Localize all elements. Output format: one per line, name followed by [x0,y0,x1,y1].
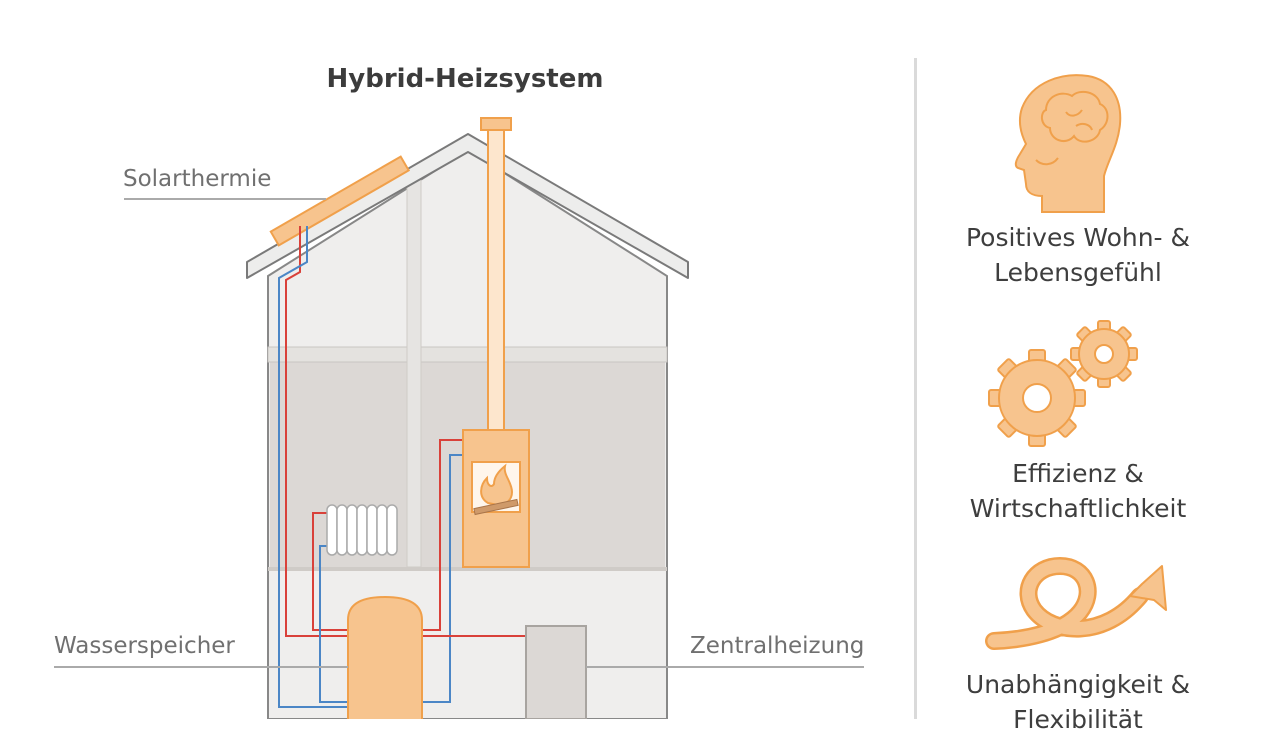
solar-panel [269,155,411,247]
label-solar: Solarthermie [123,166,272,192]
floor-slab-upper [267,346,668,363]
benefit-line: Flexibilität [1013,705,1143,734]
water-tank [347,595,423,719]
radiator [326,504,398,556]
benefit-line: Effizienz & [1012,459,1144,488]
pipe-hot-stove [422,439,463,631]
wood-stove [462,429,530,568]
swirl-arrow-icon [985,556,1167,650]
central-heating-unit [525,625,587,719]
benefit-living: Positives Wohn- & Lebensgefühl [930,220,1226,290]
wall-partition [406,175,422,568]
room-middle-right [421,362,665,567]
fire-icon [480,463,514,507]
gear-large [988,349,1086,447]
chimney-cap [480,117,512,131]
pipe-hot-radiator [312,512,348,631]
benefit-line: Wirtschaftlichkeit [969,494,1187,523]
divider [914,58,917,719]
pipes [278,226,526,708]
gears-icon [988,320,1138,447]
gear-small [1070,320,1138,388]
label-water-storage: Wasserspeicher [54,633,235,659]
heating-diagram [54,74,1167,719]
pipe-hot-solar [285,226,348,637]
pipe-cold-stove [422,454,463,703]
benefit-line: Unabhängigkeit & [965,670,1191,699]
log [473,498,519,516]
floor-slab-lower [268,567,667,571]
chimney-pipe [487,129,505,431]
diagram-title: Hybrid-Heizsystem [326,64,604,94]
benefit-efficiency: Effizienz & Wirtschaftlichkeit [930,456,1226,526]
head-brain-icon [1014,74,1122,213]
benefit-line: Positives Wohn- & [965,223,1191,252]
roof [246,133,689,279]
benefit-independence: Unabhängigkeit & Flexibilität [930,667,1226,737]
benefit-line: Lebensgefühl [994,258,1162,287]
label-central-heating: Zentralheizung [690,633,865,659]
pipe-cold-radiator [319,545,348,703]
pipe-cold-solar [278,226,348,708]
arrow-head [1129,565,1167,611]
